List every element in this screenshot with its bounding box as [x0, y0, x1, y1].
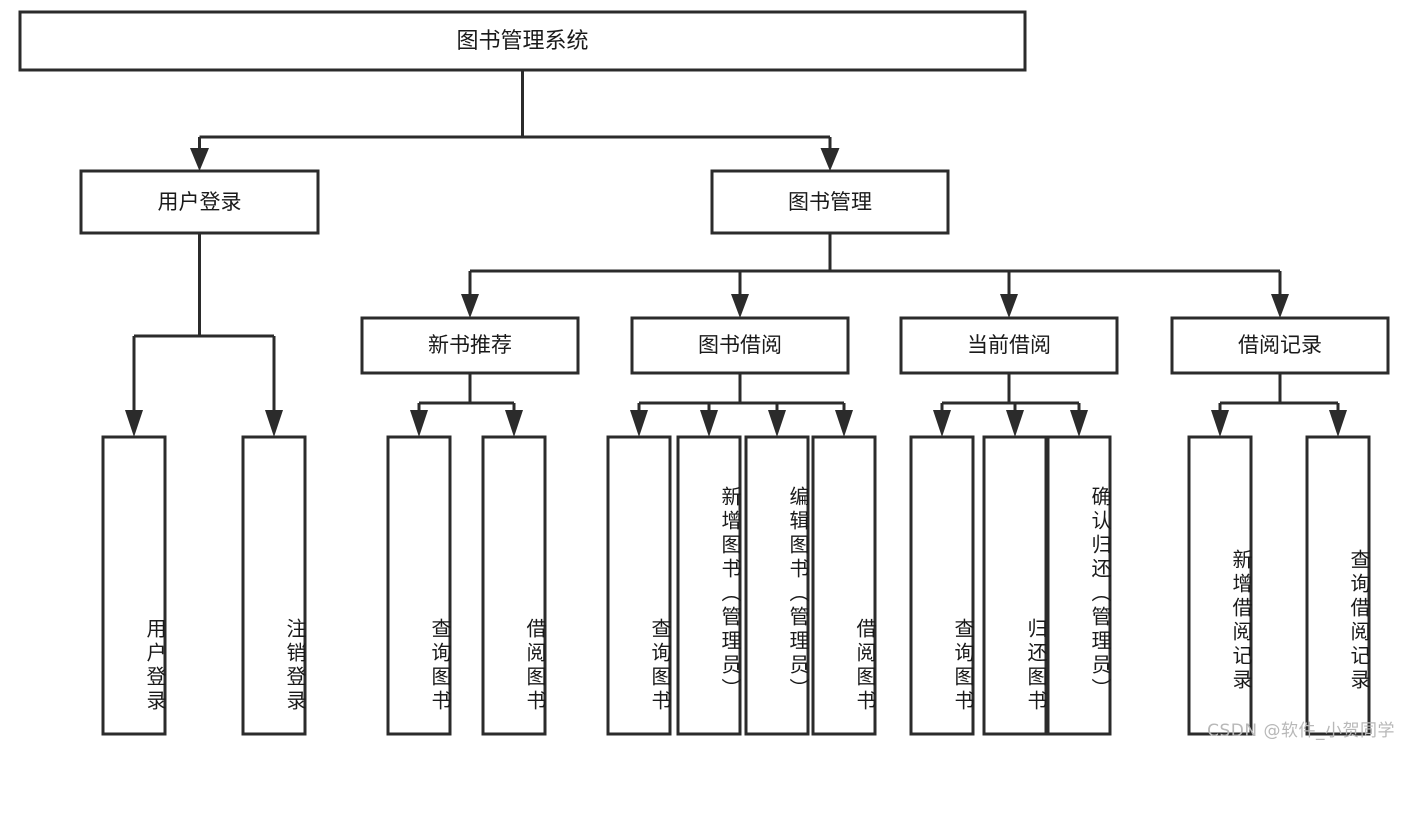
node-book-borrow-rect	[630, 316, 850, 375]
connector-group-user-login	[125, 233, 283, 437]
connector-group-book-borrow	[630, 373, 853, 437]
arrow-head-book-borrow	[731, 294, 749, 318]
diagram-canvas-root: 图书管理系统 用户登录 图书管理 新书推荐 图书借阅 当前借阅 借阅记录	[18, 10, 1395, 741]
node-leaf-rec-borrow-rect[interactable]	[481, 435, 547, 736]
arrow-head-leaf-rec-add	[1211, 410, 1229, 437]
node-leaf-user-logout-rect[interactable]	[241, 435, 307, 736]
node-leaf-borrow-query-rect[interactable]	[606, 435, 672, 736]
arrow-head-leaf-cur-query	[933, 410, 951, 437]
node-leaf-borrow-edit-rect[interactable]	[744, 435, 810, 736]
node-new-book-recommend-label: 新书推荐	[428, 333, 512, 357]
connector-group-current-borrow	[933, 373, 1088, 437]
arrow-head-leaf-borrow-edit	[768, 410, 786, 437]
node-root-label: 图书管理系统	[456, 29, 588, 54]
arrow-head-current-borrow	[1000, 294, 1018, 318]
node-root[interactable]: 图书管理系统	[18, 10, 1027, 72]
arrow-head-leaf-rec-borrow	[505, 410, 523, 437]
structure-chart-svg: 图书管理系统 用户登录 图书管理 新书推荐 图书借阅 当前借阅 借阅记录	[18, 10, 1390, 736]
arrow-head-borrow-record	[1271, 294, 1289, 318]
node-borrow-record-label: 借阅记录	[1238, 333, 1322, 357]
arrow-head-leaf-borrow-add	[700, 410, 718, 437]
node-user-login-rect	[79, 169, 320, 235]
node-borrow-record[interactable]: 借阅记录	[1170, 316, 1390, 375]
arrow-head-leaf-user-logout	[265, 410, 283, 437]
node-leaf-cur-query-rect[interactable]	[909, 435, 975, 736]
arrow-head-leaf-rec-query	[410, 410, 428, 437]
node-root-rect	[18, 10, 1027, 72]
node-leaf-borrow-lend-rect[interactable]	[811, 435, 877, 736]
node-book-manage-rect	[710, 169, 950, 235]
arrow-head-new-book-recommend	[461, 294, 479, 318]
arrow-head-leaf-cur-return	[1006, 410, 1024, 437]
node-book-manage[interactable]: 图书管理	[710, 169, 950, 235]
node-user-login[interactable]: 用户登录	[79, 169, 320, 235]
arrow-head-leaf-borrow-query	[630, 410, 648, 437]
node-book-borrow-label: 图书借阅	[698, 333, 782, 357]
node-user-login-label: 用户登录	[158, 190, 242, 214]
node-new-book-recommend[interactable]: 新书推荐	[360, 316, 580, 375]
connector-group-new-book-recommend	[410, 373, 523, 437]
node-borrow-record-rect	[1170, 316, 1390, 375]
node-leaf-borrow-add-rect[interactable]	[676, 435, 742, 736]
arrow-head-user-login	[190, 148, 209, 171]
node-new-book-recommend-rect	[360, 316, 580, 375]
arrow-head-leaf-borrow-lend	[835, 410, 853, 437]
leaf-node-group	[101, 435, 1371, 736]
arrow-head-leaf-cur-confirm	[1070, 410, 1088, 437]
node-current-borrow[interactable]: 当前借阅	[899, 316, 1119, 375]
connector-group-root	[190, 70, 840, 171]
csdn-watermark: CSDN @软件_小贺同学	[1207, 721, 1395, 741]
node-book-manage-label: 图书管理	[788, 190, 872, 214]
connector-group-book-manage	[461, 233, 1289, 318]
node-leaf-rec-add-rect[interactable]	[1187, 435, 1253, 736]
node-current-borrow-rect	[899, 316, 1119, 375]
node-leaf-cur-confirm-rect[interactable]	[1046, 435, 1112, 736]
node-current-borrow-label: 当前借阅	[967, 333, 1051, 357]
arrow-head-book-manage	[820, 148, 840, 171]
node-book-borrow[interactable]: 图书借阅	[630, 316, 850, 375]
arrow-head-leaf-user-login	[125, 410, 143, 437]
connector-group-borrow-record	[1211, 373, 1347, 437]
node-leaf-cur-return-rect[interactable]	[982, 435, 1048, 736]
node-leaf-rec-search-rect[interactable]	[1305, 435, 1371, 736]
node-leaf-user-login-rect[interactable]	[101, 435, 167, 736]
node-leaf-rec-query-rect[interactable]	[386, 435, 452, 736]
arrow-head-leaf-rec-search	[1329, 410, 1347, 437]
